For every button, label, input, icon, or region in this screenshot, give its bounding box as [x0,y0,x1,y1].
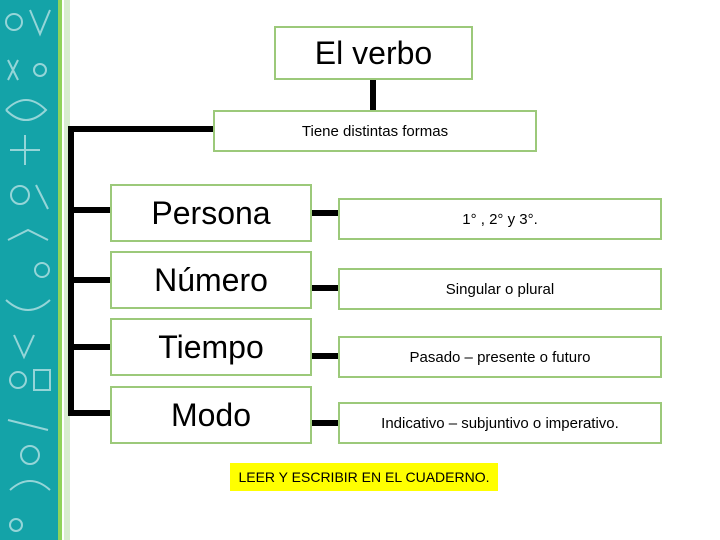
doodle-pattern [5,9,51,532]
connector-branch [68,207,110,213]
connector-top-horizontal [68,126,213,132]
category-numero: Número [110,251,312,309]
value-persona: 1° , 2° y 3°. [338,198,662,240]
diagram-subtitle: Tiene distintas formas [213,110,537,152]
connector-value [312,420,342,426]
value-tiempo: Pasado – presente o futuro [338,336,662,378]
connector-branch [68,277,110,283]
category-modo: Modo [110,386,312,444]
value-modo: Indicativo – subjuntivo o imperativo. [338,402,662,444]
connector-trunk-vertical [68,126,74,416]
category-persona: Persona [110,184,312,242]
connector-value [312,285,342,291]
connector-value [312,210,342,216]
value-numero: Singular o plural [338,268,662,310]
strip-edge-band [58,0,70,540]
instruction-note: LEER Y ESCRIBIR EN EL CUADERNO. [230,463,498,491]
connector-title-down [370,80,376,110]
connector-branch [68,344,110,350]
connector-value [312,353,342,359]
connector-branch [68,410,110,416]
decorative-side-strip [0,0,58,540]
diagram-title: El verbo [274,26,473,80]
category-tiempo: Tiempo [110,318,312,376]
